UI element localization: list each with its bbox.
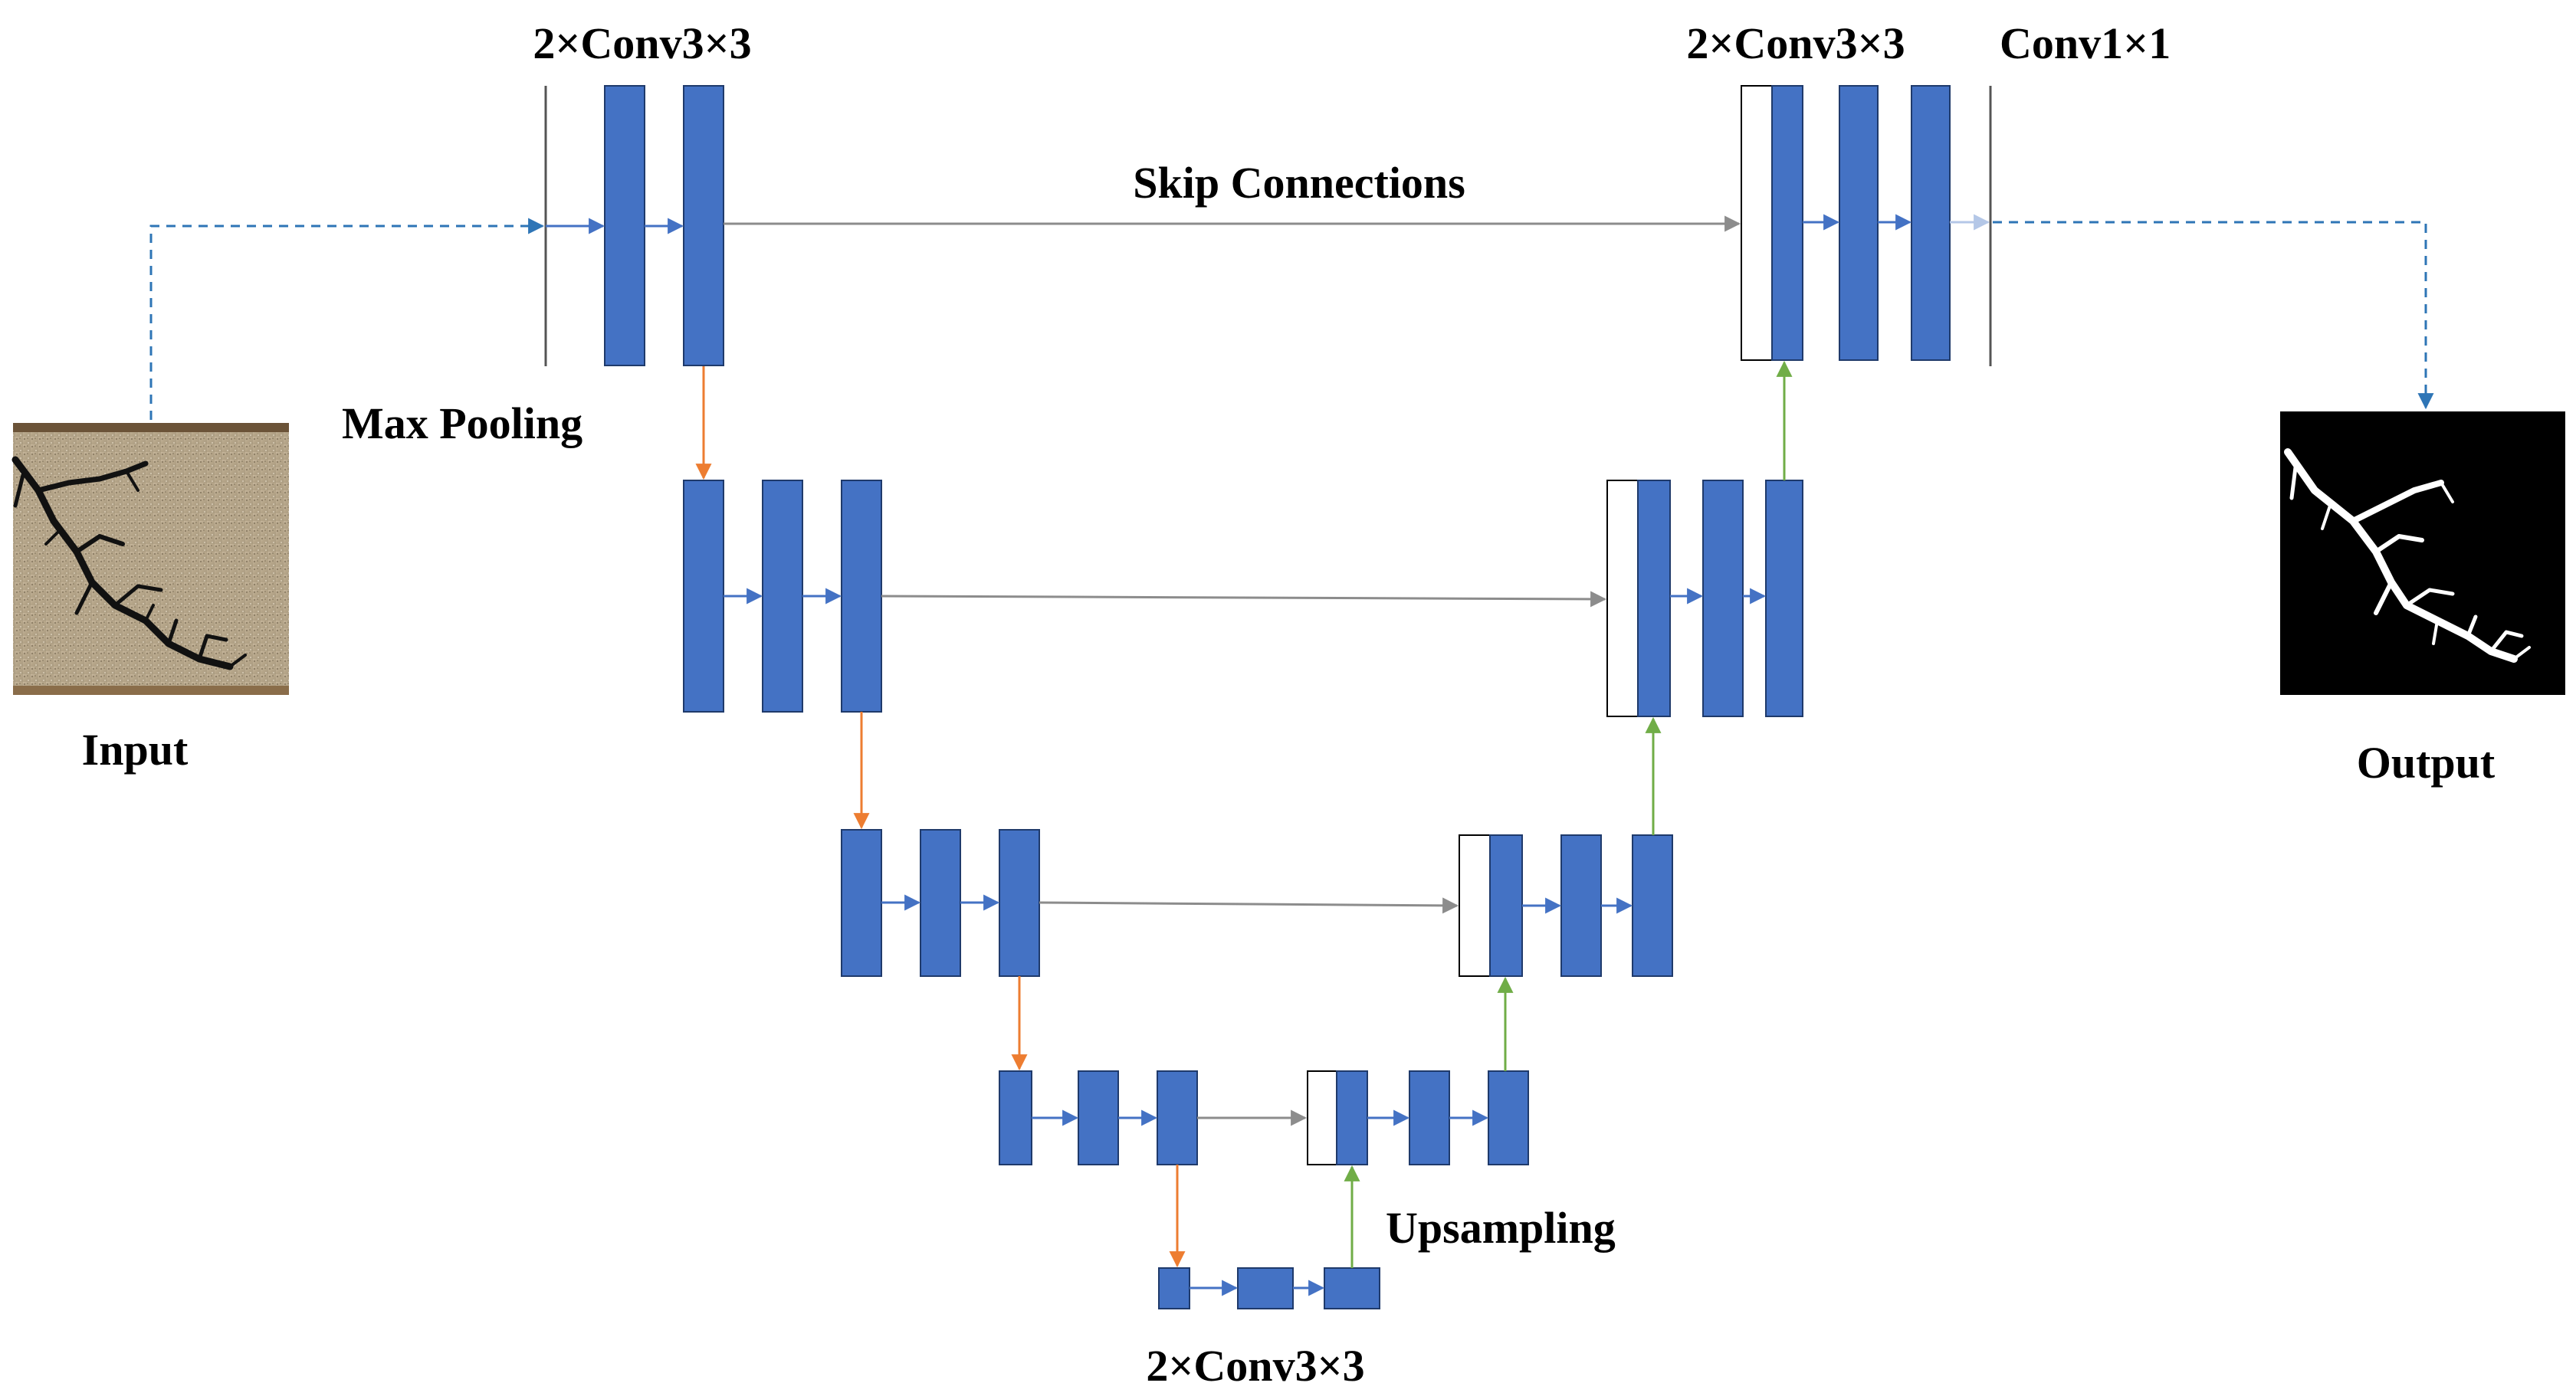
dec1-conv-block-1 <box>1839 85 1879 361</box>
output-image <box>2280 411 2565 695</box>
dec2-conv-block-2 <box>1765 480 1803 717</box>
bottom-conv-label: 2×Conv3×3 <box>1146 1341 1364 1391</box>
skip-connection-arrow-3 <box>1039 897 1459 914</box>
conv1x1-label: Conv1×1 <box>2000 18 2171 68</box>
dec4-conv-block-2 <box>1488 1070 1529 1165</box>
dec4-upconv-block <box>1336 1070 1368 1165</box>
dec3-upconv-block <box>1489 834 1523 977</box>
dec1-upconv-block <box>1771 85 1803 361</box>
dec3-conv-block-1 <box>1560 834 1602 977</box>
input-label: Input <box>82 725 189 775</box>
crack-mask-icon <box>2284 448 2531 663</box>
skip-connection-arrow-2 <box>881 591 1607 608</box>
upsampling-label: Upsampling <box>1386 1203 1616 1253</box>
dec4-concat-block <box>1307 1070 1337 1165</box>
enc2-conv-block-1 <box>683 480 724 713</box>
dec1-conv-block-2 <box>1911 85 1951 361</box>
top-right-conv-label: 2×Conv3×3 <box>1686 18 1905 68</box>
enc4-conv-block-2 <box>1078 1070 1119 1165</box>
dec2-conv-block-1 <box>1702 480 1744 717</box>
input-image <box>11 423 289 695</box>
dec3-conv-block-2 <box>1632 834 1673 977</box>
enc4-conv-block-3 <box>1157 1070 1198 1165</box>
enc1-conv-block-2 <box>683 85 724 366</box>
bottleneck-conv-block-1 <box>1158 1267 1190 1309</box>
dec4-conv-block-1 <box>1409 1070 1450 1165</box>
output-label: Output <box>2357 738 2496 788</box>
skip-connections-label: Skip Connections <box>1133 158 1465 208</box>
top-left-conv-label: 2×Conv3×3 <box>533 18 751 68</box>
max-pooling-label: Max Pooling <box>342 398 582 448</box>
enc2-conv-block-2 <box>762 480 803 713</box>
input-dashed-arrow <box>149 218 545 420</box>
dec2-concat-block <box>1606 480 1639 717</box>
crack-icon <box>11 456 247 670</box>
enc3-conv-block-1 <box>841 829 882 977</box>
enc3-conv-block-2 <box>920 829 961 977</box>
dec3-concat-block <box>1459 834 1491 977</box>
enc4-conv-block-1 <box>999 1070 1032 1165</box>
bottleneck-conv-block-2 <box>1237 1267 1294 1309</box>
dec1-concat-block <box>1741 85 1773 361</box>
dec2-upconv-block <box>1637 480 1671 717</box>
enc2-conv-block-3 <box>841 480 882 713</box>
output-dashed-arrow <box>1993 221 2434 410</box>
enc1-conv-block-1 <box>604 85 645 366</box>
bottleneck-conv-block-3 <box>1324 1267 1380 1309</box>
enc3-conv-block-3 <box>999 829 1040 977</box>
